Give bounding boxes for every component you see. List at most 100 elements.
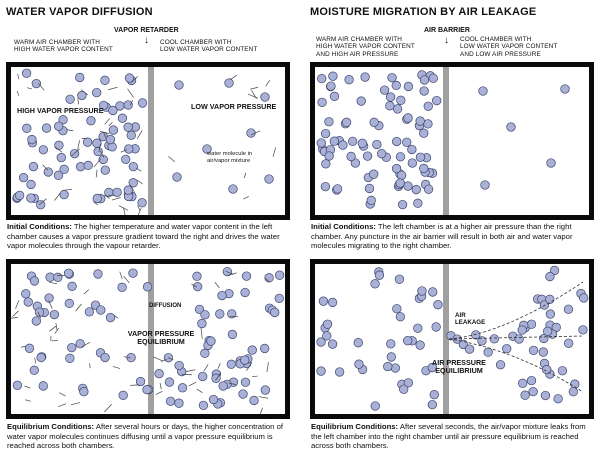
water-molecule: [545, 309, 556, 319]
water-molecule: [260, 343, 270, 354]
diffusion-initial-caption: Initial Conditions: The higher temperatu…: [7, 222, 280, 251]
water-molecule: [126, 352, 136, 363]
water-molecule: [108, 125, 119, 135]
water-molecule: [53, 170, 64, 180]
air-molecule: [152, 356, 163, 362]
water-molecule: [370, 279, 380, 289]
water-molecule: [26, 193, 36, 203]
water-molecule: [227, 309, 237, 319]
air-molecule: [12, 310, 19, 317]
air-molecule: [250, 86, 259, 90]
water-molecule: [316, 337, 326, 347]
water-molecule: [489, 334, 499, 344]
water-molecule: [480, 180, 490, 190]
water-molecule: [392, 136, 402, 147]
water-molecule: [264, 174, 274, 184]
air-molecule: [100, 150, 105, 158]
diffusion-title: WATER VAPOR DIFFUSION: [6, 6, 153, 18]
air-molecule: [251, 130, 261, 136]
warm-chamber-label: WARM AIR CHAMBER WITH HIGH WATER VAPOR C…: [14, 39, 113, 54]
water-molecule: [274, 293, 284, 304]
water-molecule: [100, 75, 110, 85]
air-molecule: [93, 201, 99, 206]
leakage-flow-line: [448, 281, 584, 340]
air-molecule: [100, 131, 110, 134]
diffusion-initial-panel: HIGH VAPOR PRESSURE LOW VAPOR PRESSURE w…: [6, 62, 290, 220]
water-molecule: [28, 161, 39, 172]
water-molecule: [386, 339, 396, 349]
air-molecule: [103, 131, 106, 138]
water-molecule: [123, 122, 133, 132]
water-molecule: [395, 178, 405, 188]
water-molecule: [390, 363, 400, 373]
water-molecule: [354, 359, 364, 369]
water-molecule: [338, 140, 348, 150]
water-molecule: [545, 294, 555, 304]
water-molecule: [105, 134, 116, 145]
water-molecule: [427, 399, 437, 410]
water-molecule: [415, 152, 426, 162]
water-molecule: [506, 122, 516, 132]
water-molecule: [332, 184, 343, 194]
air-molecule: [95, 169, 98, 178]
vapor-equilibrium-label: VAPOR PRESSURE EQUILIBRIUM: [127, 329, 195, 347]
water-molecule: [348, 136, 358, 147]
air-molecule: [108, 194, 115, 197]
water-molecule: [34, 307, 45, 317]
water-molecule: [514, 334, 524, 344]
water-molecule: [377, 149, 387, 159]
diffusion-label: DIFFUSION: [149, 303, 182, 309]
water-molecule: [100, 165, 110, 175]
retarder-arrow-icon: ↓: [144, 35, 149, 46]
water-molecule: [528, 386, 538, 397]
air-molecule: [113, 314, 119, 319]
water-molecule: [54, 121, 64, 131]
water-molecule: [483, 347, 493, 357]
water-molecule: [197, 318, 207, 329]
air-molecule: [191, 283, 197, 288]
air-molecule: [108, 122, 113, 127]
water-molecule: [83, 160, 93, 171]
water-molecule: [328, 71, 338, 81]
water-molecule: [121, 154, 131, 165]
air-molecule: [265, 79, 271, 87]
molecule-note: water molecule in air/vapor mixture: [207, 151, 253, 164]
water-molecule: [172, 172, 182, 182]
water-molecule: [59, 164, 69, 174]
water-molecule: [431, 322, 441, 332]
leakage-equilibrium-panel: AIR LEAKAGE AIR PRESSURE EQUILIBRIUM: [310, 259, 594, 419]
air-molecule: [15, 300, 20, 309]
air-molecule: [104, 194, 110, 199]
water-molecule: [123, 185, 133, 195]
air-molecule: [123, 356, 131, 359]
water-molecule: [31, 316, 41, 326]
water-molecule: [98, 100, 109, 111]
leakage-initial-canvas: [316, 67, 570, 215]
water-molecule: [403, 181, 413, 191]
water-molecule: [128, 161, 138, 172]
water-molecule: [403, 113, 413, 123]
water-molecule: [27, 134, 37, 145]
air-molecule: [136, 130, 143, 139]
leakage-flow-line: [448, 338, 584, 393]
water-molecule: [112, 187, 122, 197]
leakage-equilibrium-canvas: [316, 264, 589, 414]
water-molecule: [327, 339, 338, 349]
water-molecule: [419, 86, 429, 96]
water-molecule: [540, 390, 551, 401]
air-molecule: [48, 300, 53, 309]
water-molecule: [118, 390, 128, 400]
water-molecule: [128, 268, 138, 278]
water-molecule: [75, 162, 86, 172]
water-molecule: [65, 353, 75, 363]
low-vapor-pressure-label: LOW VAPOR PRESSURE: [191, 102, 277, 111]
vapor-retarder: [148, 67, 154, 215]
leakage-initial-caption: Initial Conditions: The left chamber is …: [311, 222, 573, 251]
water-molecule: [22, 123, 32, 133]
air-molecule: [137, 208, 142, 215]
water-molecule: [428, 287, 438, 297]
water-molecule: [346, 151, 356, 162]
water-molecule: [526, 375, 537, 386]
water-molecule: [549, 265, 560, 276]
air-molecule: [77, 98, 80, 105]
